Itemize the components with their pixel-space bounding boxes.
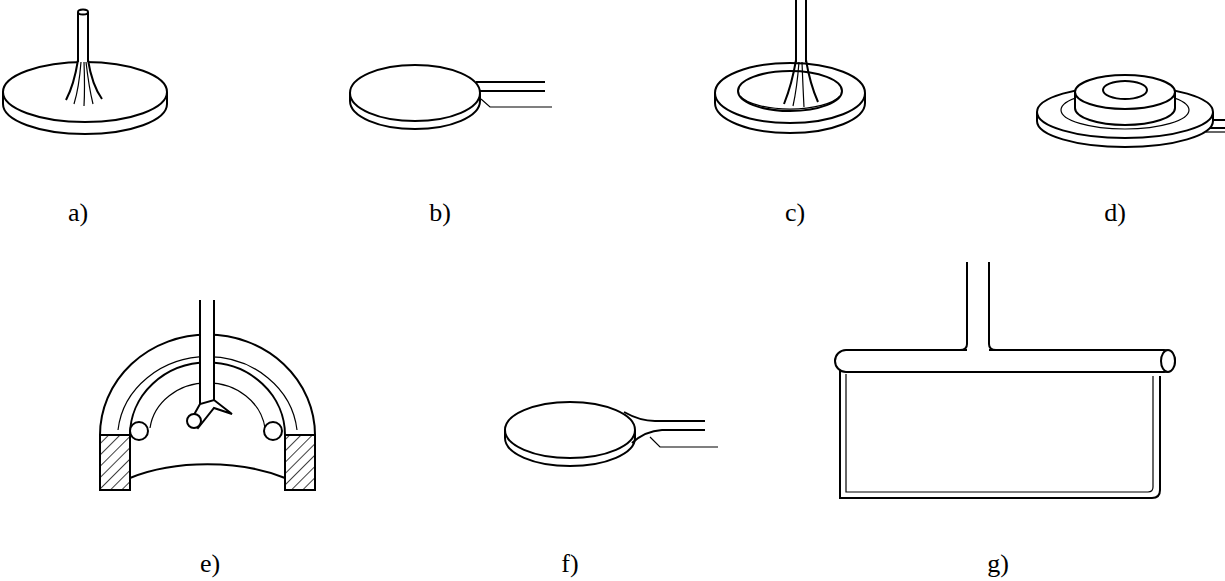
half-ring-electrode-e-part bbox=[100, 435, 130, 490]
ring-electrode-c bbox=[715, 0, 865, 133]
disc-electrode-f bbox=[505, 402, 718, 466]
disc-electrode-a-part bbox=[88, 60, 102, 99]
plate-electrode-g-part bbox=[1161, 350, 1175, 372]
half-ring-electrode-e-part bbox=[200, 300, 214, 400]
figure-label: a) bbox=[68, 200, 88, 226]
disc-electrode-b-part bbox=[479, 90, 545, 92]
plate-electrode-g-part bbox=[967, 262, 989, 354]
figure-label: e) bbox=[200, 551, 220, 577]
disc-electrode-f-part bbox=[632, 430, 705, 443]
disc-electrode-b-part bbox=[350, 65, 480, 121]
ring-electrode-c-part bbox=[802, 62, 804, 107]
plate-electrode-g-part bbox=[840, 370, 1160, 498]
disc-electrode-b-part bbox=[481, 99, 552, 107]
disc-electrode-b-part bbox=[476, 81, 545, 83]
figure-label: d) bbox=[1104, 200, 1126, 226]
plate-electrode-g bbox=[835, 262, 1175, 498]
plate-electrode-g-part bbox=[989, 262, 996, 350]
stepped-electrode-d bbox=[1037, 75, 1225, 147]
disc-electrode-f-part bbox=[650, 437, 718, 447]
disc-electrode-a-part bbox=[3, 62, 167, 122]
ring-electrode-c-part bbox=[805, 0, 807, 62]
disc-electrode-a-part bbox=[87, 12, 89, 62]
half-ring-electrode-e-part bbox=[213, 300, 215, 400]
disc-electrode-a-part bbox=[78, 10, 88, 15]
ring-electrode-c-part bbox=[796, 0, 806, 62]
disc-electrode-f-part bbox=[624, 412, 705, 421]
ring-electrode-c-part bbox=[740, 96, 840, 109]
ring-electrode-c-part bbox=[738, 71, 842, 111]
figure-label: g) bbox=[987, 551, 1009, 577]
disc-electrode-a bbox=[3, 10, 167, 135]
stepped-electrode-d-part bbox=[1103, 81, 1147, 99]
half-ring-electrode-e-part bbox=[130, 422, 148, 440]
figure-label: b) bbox=[429, 200, 451, 226]
disc-electrode-a-part bbox=[77, 12, 79, 62]
half-ring-electrode-e-part bbox=[285, 435, 315, 490]
stepped-electrode-d-part bbox=[1075, 75, 1175, 109]
ring-electrode-c-part bbox=[793, 62, 799, 106]
half-ring-electrode-e-part bbox=[187, 414, 201, 428]
disc-electrode-a-part bbox=[74, 62, 81, 104]
ring-electrode-c-part bbox=[715, 63, 865, 123]
half-ring-electrode-e-part bbox=[199, 300, 201, 405]
disc-electrode-a-part bbox=[83, 62, 85, 106]
plate-electrode-g-part bbox=[835, 350, 1175, 372]
figure-label: c) bbox=[785, 200, 805, 226]
ring-electrode-c-part bbox=[806, 60, 818, 102]
figure-label: f) bbox=[561, 551, 578, 577]
stepped-electrode-d-part bbox=[1206, 131, 1225, 132]
plate-electrode-g-part bbox=[960, 262, 967, 350]
disc-electrode-f-part bbox=[505, 402, 635, 458]
half-ring-electrode-e-part bbox=[130, 464, 285, 478]
disc-electrode-b bbox=[350, 65, 552, 129]
disc-electrode-a-part bbox=[78, 12, 88, 64]
plate-electrode-g-part bbox=[846, 374, 1153, 492]
half-ring-electrode-e bbox=[100, 300, 315, 490]
half-ring-electrode-e-part bbox=[264, 422, 282, 440]
ring-electrode-c-part bbox=[795, 0, 797, 62]
